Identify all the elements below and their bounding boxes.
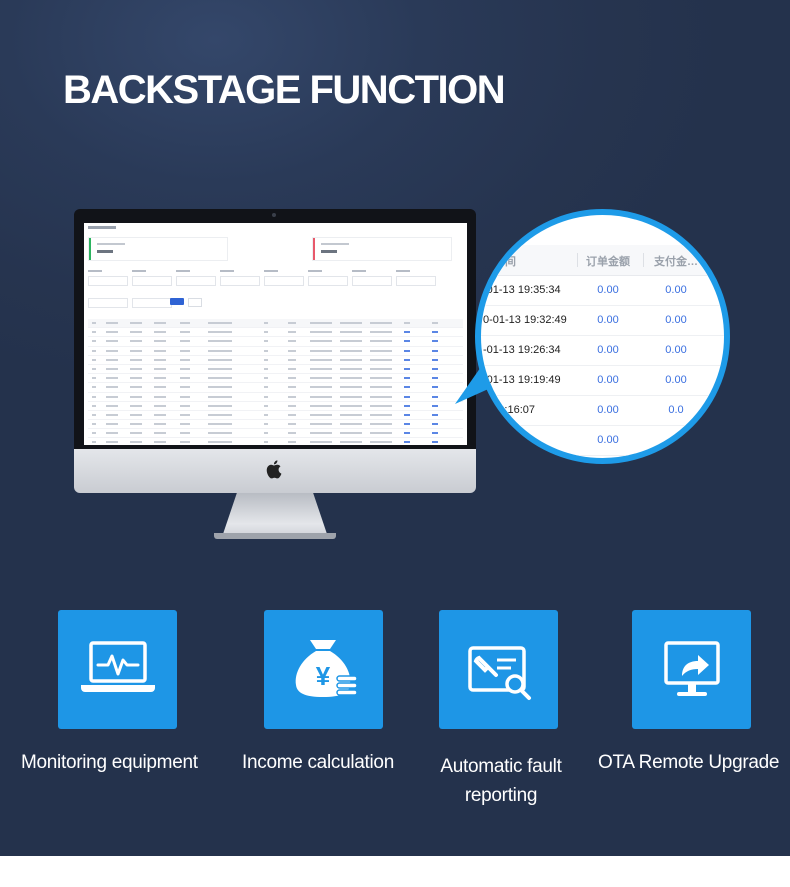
paid-amount: 0.0 [668, 404, 684, 416]
order-time: 0-01-13 19:32:49 [483, 314, 567, 326]
camera-icon [272, 213, 276, 217]
order-amount: 0.00 [597, 344, 619, 356]
order-amount: 0.00 [597, 314, 619, 326]
order-amount: 0.00 [597, 434, 619, 446]
filter-input-placeholder [88, 276, 128, 286]
order-time: -01-13 19:26:34 [483, 344, 561, 356]
monitoring-equipment-tile[interactable] [58, 610, 177, 729]
table-row-placeholder [88, 411, 463, 421]
filter-input-placeholder [396, 276, 436, 286]
filter-input-placeholder [220, 276, 260, 286]
table-row-placeholder [88, 402, 463, 411]
stat-card [312, 237, 452, 261]
table-row-placeholder [88, 438, 463, 445]
svg-text:¥: ¥ [316, 661, 331, 691]
order-amount: 0.00 [597, 284, 619, 296]
order-time: -01-13 19:19:49 [483, 374, 561, 386]
apple-logo-icon [266, 460, 282, 479]
search-button [170, 298, 184, 305]
filter-label-placeholder [352, 270, 366, 272]
filter-label-placeholder [308, 270, 322, 272]
filter-input-placeholder [88, 298, 128, 308]
monitor-stand [222, 493, 328, 537]
header-time: …时间 [483, 256, 516, 268]
filter-label-placeholder [176, 270, 190, 272]
table-row-placeholder [88, 383, 463, 393]
table-row-placeholder [88, 328, 463, 338]
stat-card [88, 237, 228, 261]
income-calculation-tile[interactable]: ¥ [264, 610, 383, 729]
table-header-placeholder [88, 319, 463, 329]
filter-label-placeholder [396, 270, 410, 272]
table-row-placeholder [88, 356, 463, 365]
zoomed-table-row: -01-13 19:26:34 0.00 0.00 [481, 336, 724, 366]
table-row-placeholder [88, 429, 463, 439]
filter-input-placeholder [132, 276, 172, 286]
feature-label: Monitoring equipment [21, 752, 198, 773]
order-time: 55 [483, 434, 496, 446]
order-time: 3 19:16:07 [483, 404, 535, 416]
filter-input-placeholder [308, 276, 348, 286]
filter-label-placeholder [220, 270, 234, 272]
paid-amount: 0.00 [665, 374, 687, 386]
banner-background: BACKSTAGE FUNCTION [0, 0, 790, 856]
reset-button [188, 298, 202, 307]
filter-label-placeholder [88, 270, 102, 272]
order-amount: 0.00 [597, 374, 619, 386]
table-row-placeholder [88, 420, 463, 430]
ota-remote-upgrade-tile[interactable] [632, 610, 751, 729]
filter-input-placeholder [132, 298, 172, 308]
paid-amount: 0.00 [665, 344, 687, 356]
feature-label: Income calculation [242, 752, 394, 773]
monitor-stand-base [214, 533, 336, 539]
filter-label-placeholder [132, 270, 146, 272]
filter-input-placeholder [264, 276, 304, 286]
zoomed-table-row: 0-01-13 19:32:49 0.00 0.00 [481, 306, 724, 336]
table-row-placeholder [88, 365, 463, 375]
feature-label: OTA Remote Upgrade [598, 752, 780, 773]
ota-upgrade-icon [664, 641, 720, 696]
header-order-amount: 订单金额 [586, 256, 630, 268]
table-row-placeholder [88, 337, 463, 347]
automatic-fault-reporting-tile[interactable] [439, 610, 558, 729]
table-row-placeholder [88, 347, 463, 356]
feature-label: Automatic fault reporting [440, 756, 562, 806]
desktop-monitor [74, 209, 476, 540]
page-title: BACKSTAGE FUNCTION [63, 68, 506, 112]
zoomed-table-row: -01-13 19:19:49 0.00 0.00 [481, 366, 724, 396]
filter-input-placeholder [352, 276, 392, 286]
money-bag-yen-icon: ¥ [295, 640, 358, 697]
filter-input-placeholder [176, 276, 216, 286]
table-row-placeholder [88, 374, 463, 384]
order-amount: 0.00 [597, 404, 619, 416]
fault-report-icon [468, 646, 531, 700]
zoomed-table-header: …时间 订单金额 支付金… [481, 245, 724, 276]
filter-label-placeholder [264, 270, 278, 272]
orders-table [88, 319, 463, 445]
paid-amount: 0.00 [665, 284, 687, 296]
admin-dashboard-screenshot [84, 223, 467, 445]
zoomed-table-row: -01-13 19:35:34 0.00 0.00 [481, 276, 724, 306]
paid-amount: 0.00 [665, 314, 687, 326]
order-time: -01-13 19:35:34 [483, 284, 561, 296]
dashboard-title-placeholder [88, 226, 116, 229]
monitor-heartbeat-icon [81, 641, 155, 692]
table-row-placeholder [88, 393, 463, 402]
zoomed-table-row: 3 19:16:07 0.00 0.0 [481, 396, 724, 426]
monitor-bezel [74, 209, 476, 449]
header-paid-amount: 支付金… [654, 256, 698, 268]
